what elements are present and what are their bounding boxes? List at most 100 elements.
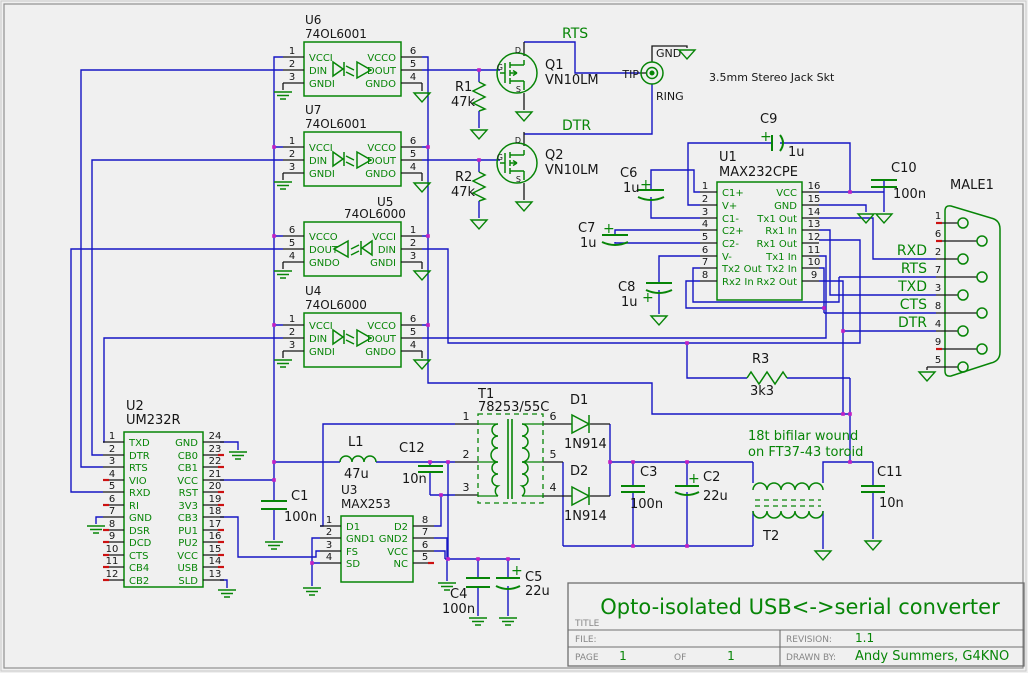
pin-number-u2-20: 20 — [209, 481, 222, 492]
ic-body-u2 — [123, 431, 204, 588]
pin-name-u4-2: DIN — [309, 334, 327, 345]
pin-number-u5-3: 3 — [410, 251, 416, 262]
pin-number-u7-1: 1 — [289, 136, 295, 147]
of-label: OF — [674, 653, 686, 663]
part-u5: 74OL6000 — [344, 207, 406, 221]
page-count: 1 — [727, 649, 735, 663]
ref-l1: L1 — [348, 435, 364, 450]
ic-body-u7 — [303, 131, 402, 187]
ic-body-u1 — [716, 181, 803, 301]
pin-number-u2-19: 19 — [209, 494, 222, 505]
ref-c1: C1 — [291, 489, 308, 504]
ref-c3: C3 — [640, 465, 657, 480]
part-u4: 74OL6000 — [305, 298, 367, 312]
cap-c5 — [495, 577, 521, 590]
ref-q1: Q1 — [545, 58, 564, 73]
pin-name-u5-5: DOUT — [309, 245, 339, 256]
junction-dot — [848, 190, 852, 194]
capacitor-plates — [261, 134, 897, 590]
title-label: TITLE — [574, 619, 600, 629]
pin-number-u5-2: 2 — [410, 238, 416, 249]
pin-name-u1-7: Tx2 Out — [721, 264, 762, 275]
pin-number-u5-6: 6 — [289, 225, 295, 236]
junction-dot — [631, 544, 635, 548]
pin-number-u2-14: 14 — [209, 556, 222, 567]
pin-number-u3-8: 8 — [422, 515, 428, 526]
page-number: 1 — [619, 649, 627, 663]
resistor-r2 — [471, 171, 487, 202]
pin-name-u5-1: VCCI — [372, 232, 396, 243]
resistor-r3 — [746, 370, 788, 386]
cap-c4 — [466, 577, 490, 588]
junction-dot — [272, 460, 276, 464]
file-label: FILE: — [575, 635, 597, 645]
drawn-by-value: Andy Summers, G4KNO — [855, 649, 1009, 664]
t1-pin-numbers: 1 2 3 6 5 4 — [463, 410, 557, 494]
junction-dot — [446, 460, 450, 464]
page-label: PAGE — [575, 653, 599, 663]
stereo-jack — [640, 61, 664, 85]
pin-number-u1-13: 13 — [808, 219, 821, 230]
plus-c9: + — [760, 129, 772, 145]
junction-dot — [608, 460, 612, 464]
pin-name-u1-6: V- — [722, 252, 732, 263]
ground-bars — [499, 617, 517, 626]
pin-name-u2-5: RXD — [129, 488, 151, 499]
junction-dot — [272, 234, 276, 238]
ground-triangle — [412, 359, 432, 371]
component-labels: U6 74OL6001 U7 74OL6001 U5 74OL6000 U4 7… — [126, 13, 994, 617]
pin-name-u2-2: DTR — [129, 451, 150, 462]
transformer-t2 — [752, 482, 824, 519]
opto-glyph-u7 — [332, 150, 373, 170]
junction-dot — [685, 460, 689, 464]
pin-name-u1-16: VCC — [776, 188, 797, 199]
t1-pin-4: 4 — [550, 481, 557, 494]
q1-pin-s: S — [516, 85, 521, 94]
net-labels: RTS DTR 18t bifilar wound on FT37-43 tor… — [562, 26, 863, 460]
junction-dot — [272, 323, 276, 327]
junction-dot — [506, 557, 510, 561]
junction-dot — [446, 557, 450, 561]
ref-u3: U3 — [341, 483, 357, 497]
pin-number-u1-15: 15 — [808, 194, 821, 205]
drawn-by-label: DRAWN BY: — [786, 653, 836, 663]
junction-dot — [426, 145, 430, 149]
pin-number-u7-6: 6 — [410, 136, 416, 147]
db9-pin-circle-6 — [976, 235, 988, 247]
pin-number-u2-18: 18 — [209, 506, 222, 517]
resistor-r1 — [471, 81, 487, 112]
plus-c7: + — [603, 221, 615, 237]
cap-c8 — [645, 282, 673, 294]
junction-dot — [685, 341, 689, 345]
ref-c7: C7 — [578, 221, 595, 236]
junction-dot — [631, 460, 635, 464]
opto-glyph-u6 — [332, 60, 373, 80]
pin-name-u2-6: RI — [129, 501, 139, 512]
ground-triangle — [856, 213, 876, 225]
plus-c6: + — [640, 177, 652, 193]
inductor-l1 — [339, 455, 377, 463]
t1-pin-2: 2 — [463, 448, 470, 461]
pin-number-u2-23: 23 — [209, 444, 222, 455]
db9-pin-number-2: 2 — [935, 247, 941, 258]
val-c3: 100n — [630, 497, 663, 512]
pin-name-u6-1: VCCI — [309, 53, 333, 64]
ground-bars — [469, 617, 487, 626]
ref-t2: T2 — [762, 529, 779, 544]
ground-triangle — [649, 315, 669, 327]
val-c4: 100n — [442, 602, 475, 617]
pin-number-u2-12: 12 — [106, 569, 119, 580]
val-r1: 47k — [451, 95, 476, 110]
pin-number-u6-2: 2 — [289, 59, 295, 70]
db9-pin-number-4: 4 — [935, 319, 941, 330]
ref-d1: D1 — [570, 393, 588, 408]
pin-name-u7-2: DIN — [309, 156, 327, 167]
plus-c8: + — [642, 290, 654, 306]
pin-number-u1-1: 1 — [702, 181, 708, 192]
ref-c5: C5 — [525, 570, 542, 585]
q2-pin-d: D — [515, 136, 521, 145]
q2-pin-g: G — [497, 153, 503, 162]
ref-c12: C12 — [399, 441, 425, 456]
ref-u2: U2 — [126, 399, 144, 414]
